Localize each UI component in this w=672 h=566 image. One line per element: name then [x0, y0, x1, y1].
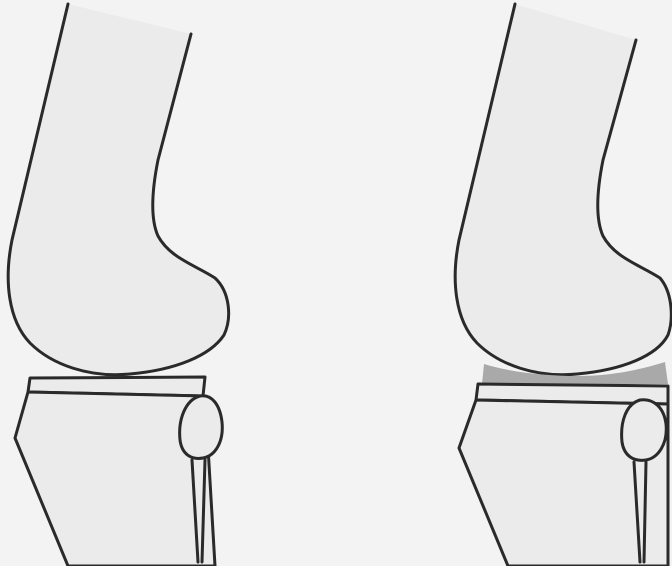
right-femur [455, 4, 671, 375]
left-femur [8, 4, 228, 375]
right-knee [455, 4, 671, 566]
left-fibula-head [180, 396, 223, 459]
right-fibula-head [622, 400, 667, 461]
left-knee [8, 4, 228, 566]
